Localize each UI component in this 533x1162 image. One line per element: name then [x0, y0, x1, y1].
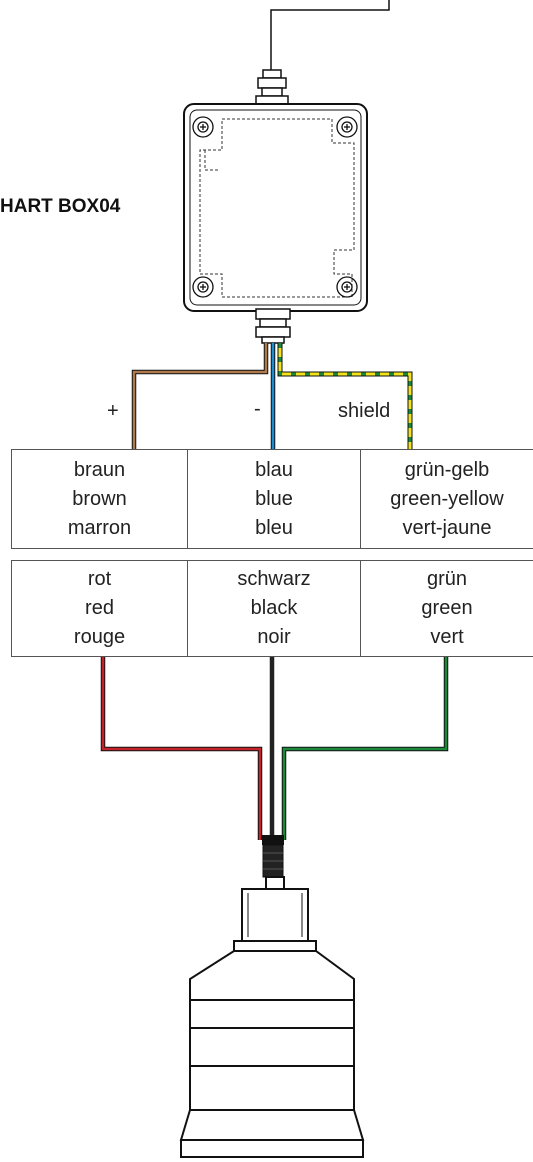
screw-bottom-left-icon [192, 276, 214, 298]
label-de: blau [255, 458, 293, 481]
label-de: rot [87, 568, 112, 590]
table-row: braun brown marron blau blue bleu grün-g… [11, 449, 533, 549]
screw-top-right-icon [336, 116, 358, 138]
terminal-table-top: braun brown marron blau blue bleu grün-g… [11, 449, 533, 549]
bottom-cable-gland [255, 308, 291, 344]
shield-label: shield [338, 400, 391, 422]
label-en: green-yellow [390, 487, 504, 510]
label-en: blue [255, 487, 293, 510]
label-fr: vert-jaune [402, 516, 492, 539]
label-fr: noir [257, 626, 291, 648]
wire-brown [131, 343, 269, 449]
table-row: rot red rouge schwarz black noir grün gr… [11, 560, 533, 657]
label-en: brown [72, 487, 127, 510]
wire-red [100, 656, 263, 840]
label-fr: vert [430, 626, 464, 648]
label-en: red [85, 597, 114, 619]
incoming-cable [270, 0, 390, 72]
plus-sign: + [107, 400, 119, 422]
label-de: grün-gelb [404, 458, 490, 481]
label-de: schwarz [237, 568, 311, 590]
terminal-table-bottom: rot red rouge schwarz black noir grün gr… [11, 560, 533, 657]
screw-bottom-right-icon [336, 276, 358, 298]
table-cell-green: grün green vert [360, 560, 533, 657]
wire-green-yellow [277, 343, 413, 449]
label-fr: rouge [73, 626, 126, 648]
cable-sleeve [262, 835, 284, 878]
table-cell-green-yellow: grün-gelb green-yellow vert-jaune [360, 449, 533, 549]
label-de: braun [73, 458, 126, 481]
top-cable-gland [255, 69, 289, 107]
table-cell-blue: blau blue bleu [187, 449, 361, 549]
minus-sign: - [254, 398, 261, 420]
junction-box [183, 103, 368, 312]
table-cell-red: rot red rouge [11, 560, 188, 657]
label-de: grün [426, 568, 468, 590]
ultrasonic-sensor [179, 876, 365, 1158]
table-cell-brown: braun brown marron [11, 449, 188, 549]
label-en: black [250, 597, 298, 619]
wire-green [281, 656, 449, 840]
screw-top-left-icon [192, 116, 214, 138]
label-fr: bleu [255, 516, 293, 539]
label-en: green [421, 597, 473, 619]
junction-box-label: HART BOX04 [0, 196, 121, 217]
label-fr: marron [67, 516, 132, 539]
table-cell-black: schwarz black noir [187, 560, 361, 657]
